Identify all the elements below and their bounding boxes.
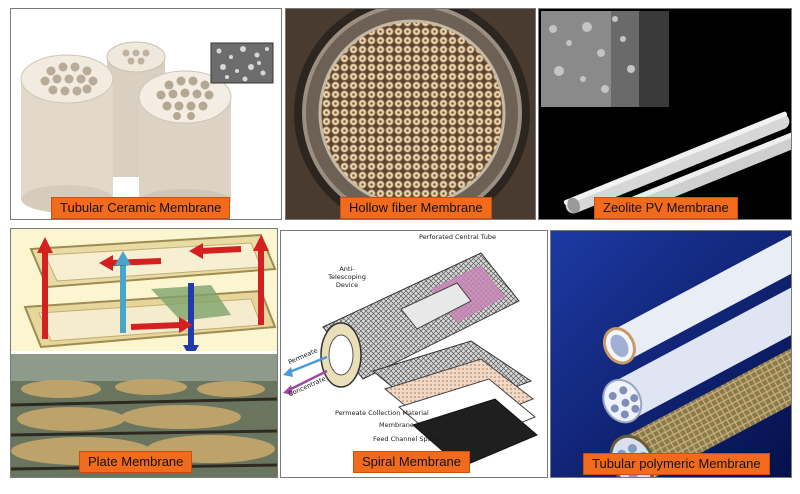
tubular-polymeric-panel: Tubular polymeric Membrane [550, 230, 792, 478]
spiral-label: Spiral Membrane [353, 451, 470, 473]
spiral-annotation-permeate-collection: Permeate Collection Material [335, 409, 429, 417]
tubular-polymeric-image [551, 231, 791, 477]
spiral-annotation-perforated-tube: Perforated Central Tube [419, 233, 496, 241]
hollow-fiber-panel: Hollow fiber Membrane [285, 8, 536, 220]
tubular-ceramic-label: Tubular Ceramic Membrane [51, 197, 231, 219]
plate-panel: Plate Membrane [10, 228, 278, 478]
spiral-panel: Anti-Telescoping Device Perforated Centr… [280, 230, 548, 478]
zeolite-pv-panel: Zeolite PV Membrane [538, 8, 792, 220]
hollow-fiber-label: Hollow fiber Membrane [340, 197, 492, 219]
tubular-ceramic-panel: Tubular Ceramic Membrane [10, 8, 282, 220]
spiral-annotation-membrane: Membrane [379, 421, 414, 429]
hollow-fiber-image [294, 9, 530, 219]
spiral-annotation-anti-telescoping: Anti-Telescoping Device [328, 265, 366, 289]
tubular-ceramic-image [20, 41, 274, 213]
plate-image [11, 229, 277, 477]
tubular-polymeric-label: Tubular polymeric Membrane [583, 453, 770, 475]
spiral-annotation-feed-spacer: Feed Channel Spacer [373, 435, 442, 443]
zeolite-pv-image [541, 11, 791, 219]
zeolite-pv-label: Zeolite PV Membrane [594, 197, 738, 219]
spiral-image [283, 252, 538, 468]
plate-label: Plate Membrane [79, 451, 193, 473]
